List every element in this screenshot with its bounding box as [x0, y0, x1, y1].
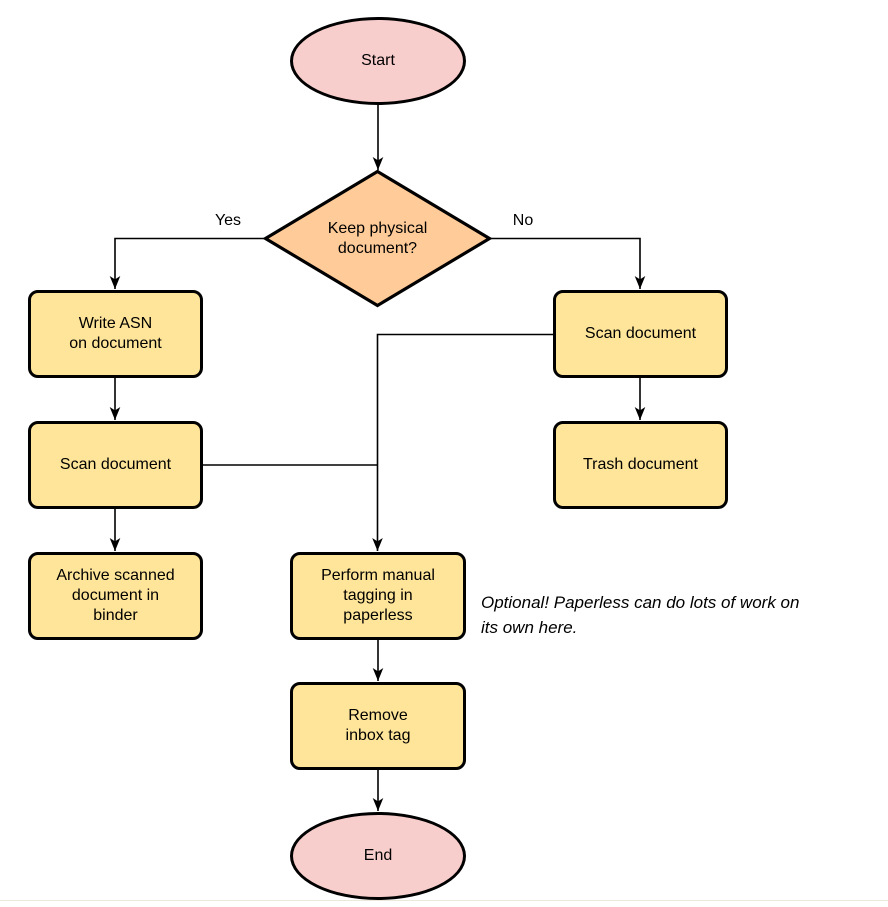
bottom-divider: [0, 900, 888, 901]
node-start-label: Start: [361, 52, 395, 69]
node-write-asn: Write ASN on document: [28, 290, 203, 378]
node-tagging-label: Perform manual tagging in paperless: [321, 567, 435, 624]
node-tagging: Perform manual tagging in paperless: [290, 552, 466, 640]
node-remove-inbox: Remove inbox tag: [290, 682, 466, 770]
edge-scanright-tagging: [372, 333, 553, 551]
node-archive: Archive scanned document in binder: [28, 552, 203, 640]
node-scan-right: Scan document: [553, 290, 728, 378]
edge-label-no: No: [512, 212, 534, 229]
node-trash-label: Trash document: [582, 456, 698, 473]
node-end: End: [290, 812, 466, 900]
edge-decision-no-scan: [490, 237, 646, 289]
node-remove-inbox-label: Remove inbox tag: [345, 707, 411, 744]
node-scan-left: Scan document: [28, 421, 203, 509]
edge-label-yes: Yes: [214, 212, 242, 229]
node-archive-label: Archive scanned document in binder: [56, 567, 175, 624]
node-start: Start: [290, 17, 466, 105]
node-write-asn-label: Write ASN on document: [69, 315, 162, 352]
node-scan-left-label: Scan document: [59, 456, 172, 473]
node-end-label: End: [363, 847, 393, 864]
node-scan-right-label: Scan document: [584, 325, 697, 342]
node-decision: Keep physical document?: [263, 169, 492, 308]
edge-decision-yes-write-asn: [109, 237, 265, 289]
annotation-note: Optional! Paperless can do lots of work …: [481, 593, 800, 637]
node-decision-label: Keep physical document?: [327, 219, 428, 257]
node-trash: Trash document: [553, 421, 728, 509]
decision-shape: [263, 169, 492, 308]
